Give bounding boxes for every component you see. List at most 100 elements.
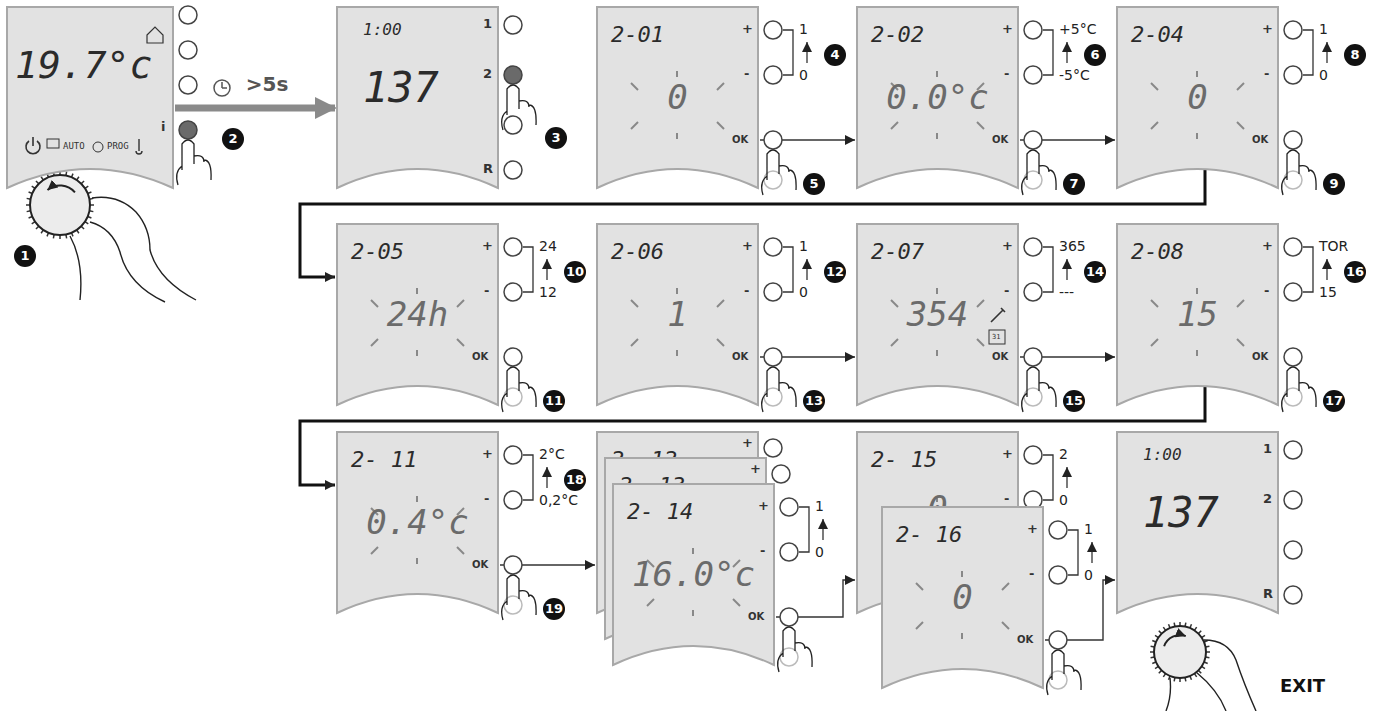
label-text: - bbox=[1004, 492, 1009, 507]
label-text: OK bbox=[748, 611, 764, 623]
range-arrow bbox=[806, 42, 807, 63]
pressing-hand bbox=[1047, 650, 1081, 695]
blink-tick bbox=[1237, 83, 1244, 90]
blink-tick bbox=[1196, 133, 1198, 139]
blink-tick bbox=[676, 133, 678, 139]
label-text: 1 bbox=[815, 498, 824, 514]
push-button bbox=[1284, 348, 1302, 366]
turn-arrow bbox=[1164, 635, 1186, 646]
pressing-hand bbox=[502, 367, 536, 412]
lcd-screen: 2-020.0°c bbox=[855, 5, 1020, 190]
push-button bbox=[504, 491, 522, 509]
blink-tick bbox=[1237, 122, 1244, 129]
label-text: + bbox=[482, 239, 493, 254]
lcd-screen: 2- 110.4°c bbox=[335, 430, 500, 615]
callout-number: 18 bbox=[564, 469, 586, 491]
lcd-screen: 2-010 bbox=[595, 5, 760, 190]
range-arrow bbox=[1326, 259, 1327, 280]
push-button bbox=[764, 131, 782, 149]
blink-tick bbox=[1151, 339, 1158, 346]
label-text: - bbox=[744, 67, 749, 82]
push-button bbox=[1024, 21, 1042, 39]
pressing-hand bbox=[762, 367, 796, 412]
label-text: + bbox=[1002, 239, 1013, 254]
push-button bbox=[504, 161, 522, 179]
blink-tick bbox=[1196, 350, 1198, 356]
blink-tick bbox=[457, 547, 464, 554]
push-button bbox=[504, 116, 522, 134]
display-text: 137 bbox=[363, 65, 439, 111]
label-text: + bbox=[742, 239, 753, 254]
callout-number: 3 bbox=[545, 127, 567, 149]
range-arrow bbox=[1091, 542, 1092, 563]
blink-tick bbox=[1196, 71, 1198, 77]
timer-hands bbox=[222, 82, 227, 88]
display-text: PROG bbox=[107, 142, 129, 152]
label-text: 2 bbox=[1059, 446, 1068, 462]
edge-label: >5s bbox=[244, 72, 291, 96]
label-text: - bbox=[484, 492, 489, 507]
push-button bbox=[1049, 631, 1067, 649]
callout-number: 7 bbox=[1063, 173, 1085, 195]
push-button bbox=[179, 76, 197, 94]
label-text: --- bbox=[1059, 284, 1074, 300]
pressing-hand bbox=[1022, 150, 1056, 195]
push-button bbox=[1024, 446, 1042, 464]
blink-tick bbox=[1002, 583, 1009, 590]
callout-number: 14 bbox=[1084, 261, 1106, 283]
label-text: 0 bbox=[1319, 67, 1328, 83]
label-text: + bbox=[482, 447, 493, 462]
blink-tick bbox=[371, 547, 378, 554]
label-text: 0 bbox=[799, 67, 808, 83]
label-text: i bbox=[161, 120, 165, 135]
callout-number: 10 bbox=[564, 261, 586, 283]
lcd-screen: 2-0524h bbox=[335, 222, 500, 407]
range-bracket bbox=[523, 247, 533, 292]
label-text: 0 bbox=[1084, 567, 1093, 583]
push-button bbox=[1024, 283, 1042, 301]
blink-tick bbox=[692, 610, 694, 616]
range-arrow bbox=[546, 259, 547, 280]
blink-tick bbox=[916, 622, 923, 629]
blink-tick bbox=[457, 339, 464, 346]
display-text: 15 bbox=[1115, 296, 1280, 333]
label-text: + bbox=[1002, 447, 1013, 462]
push-button bbox=[179, 6, 197, 24]
blink-tick bbox=[936, 71, 938, 77]
push-button bbox=[780, 608, 798, 626]
push-button bbox=[780, 543, 798, 561]
display-text: 137 bbox=[1143, 490, 1219, 536]
blink-tick bbox=[717, 300, 724, 307]
blink-tick bbox=[631, 339, 638, 346]
blink-tick bbox=[717, 122, 724, 129]
label-text: OK bbox=[472, 559, 488, 571]
range-arrow bbox=[1066, 42, 1067, 63]
push-button bbox=[1284, 541, 1302, 559]
label-text: 0 bbox=[799, 284, 808, 300]
turn-arrow bbox=[47, 185, 74, 192]
label-text: - bbox=[760, 544, 765, 559]
display-text: AUTO bbox=[63, 142, 85, 152]
push-button bbox=[764, 66, 782, 84]
lcd-screen: 2-040 bbox=[1115, 5, 1280, 190]
push-button bbox=[179, 41, 197, 59]
label-text: OK bbox=[1252, 351, 1268, 363]
push-button bbox=[504, 283, 522, 301]
blink-tick bbox=[717, 339, 724, 346]
blink-tick bbox=[1196, 288, 1198, 294]
push-button bbox=[764, 21, 782, 39]
label-text: +5°C bbox=[1059, 21, 1096, 37]
blink-tick bbox=[457, 300, 464, 307]
range-bracket bbox=[1068, 530, 1078, 575]
lcd-screen: 1:00137 bbox=[335, 5, 500, 190]
thermometer-icon bbox=[136, 139, 142, 154]
display-text: 2-05 bbox=[351, 240, 404, 264]
blink-tick bbox=[936, 133, 938, 139]
callout-number: 11 bbox=[543, 390, 565, 412]
screen-shape bbox=[7, 7, 173, 188]
range-arrow bbox=[806, 259, 807, 280]
lcd-screen: 2-0735431 bbox=[855, 222, 1020, 407]
label-text: - bbox=[1029, 567, 1034, 582]
push-button bbox=[1284, 66, 1302, 84]
display-text: 31 bbox=[992, 334, 1000, 342]
